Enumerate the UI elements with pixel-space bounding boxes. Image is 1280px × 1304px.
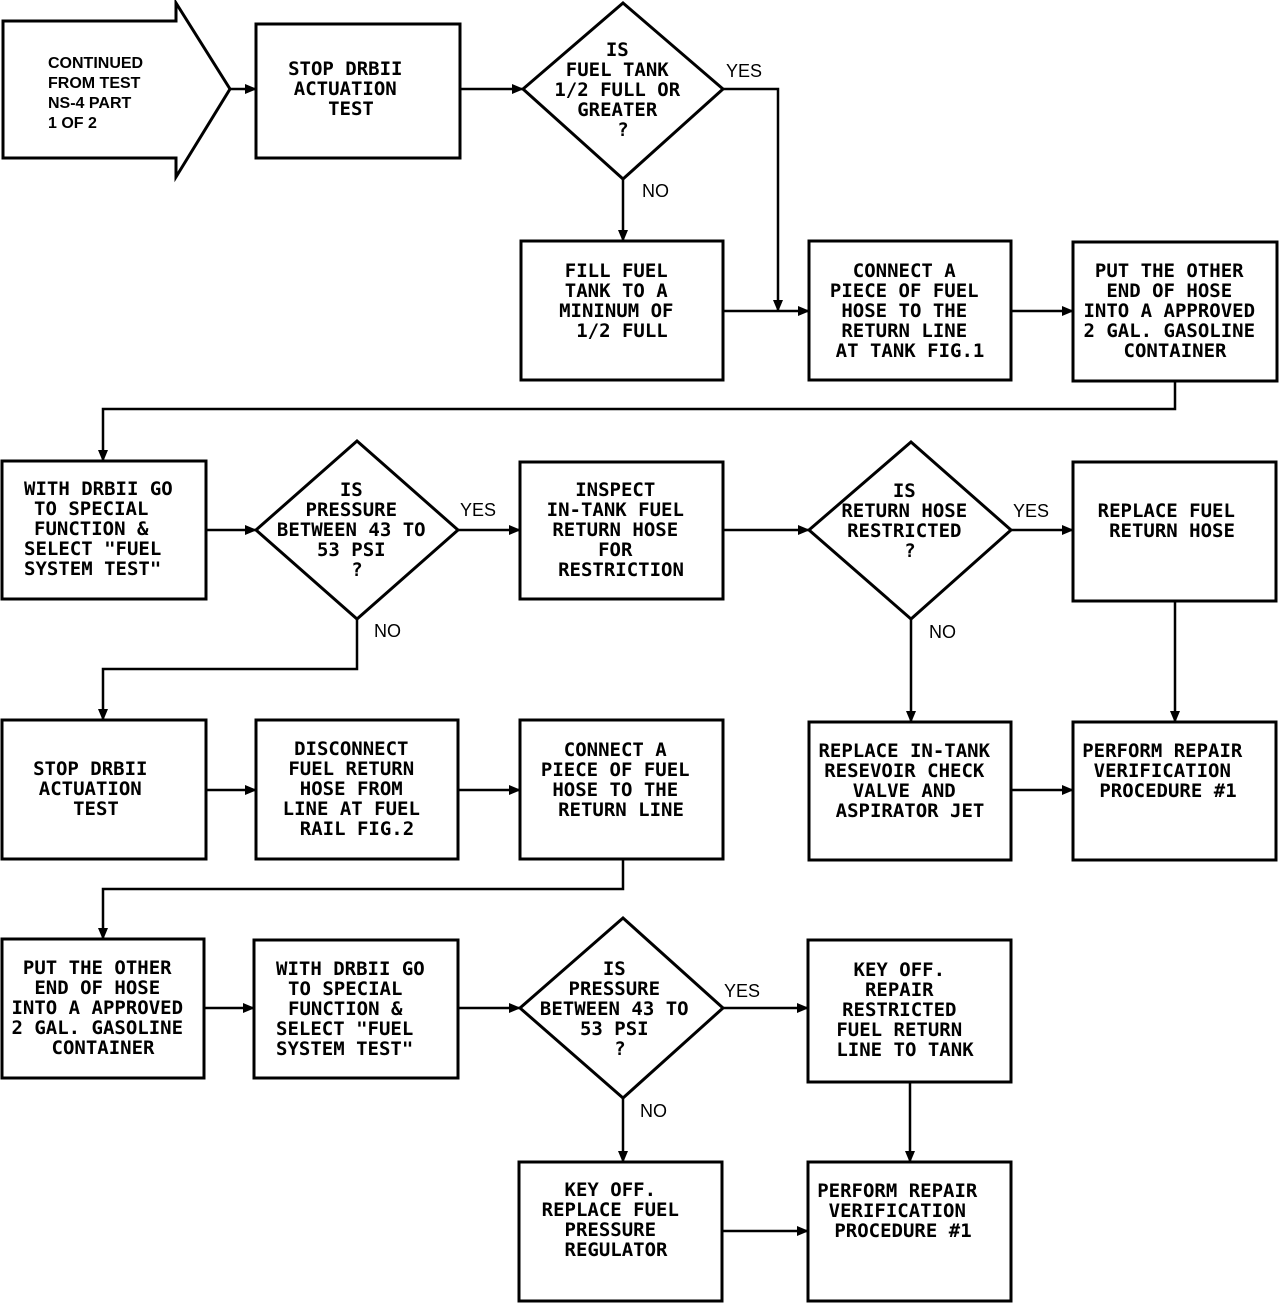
label-restricted-yes: YES [1013,501,1049,521]
put-other1-box [1071,240,1279,383]
connect-rail-box [518,718,725,861]
stop2-text: STOP DRBII ACTUATION TEST [33,758,159,820]
q-pressure1-diamond [253,439,461,621]
verify1-text: PERFORM REPAIR VERIFICATION PROCEDURE #1 [1082,740,1254,802]
connect-tank-box [807,239,1013,382]
verify1-box [1071,720,1278,862]
replace-check-text: REPLACE IN-TANK RESEVOIR CHECK VALVE AND… [818,740,1001,822]
edge-labels: YES NO YES NO YES NO YES NO [374,61,1049,1121]
stop1-text: STOP DRBII ACTUATION TEST [288,58,414,120]
arrow-q-pressure1-no-to-stop2 [98,619,359,721]
connect-rail-text: CONNECT A PIECE OF FUEL HOSE TO THE RETU… [541,739,701,821]
verify2-box [806,1160,1013,1303]
label-restricted-no: NO [929,622,956,642]
q-pressure1-text: IS PRESSURE BETWEEN 43 TO 53 PSI ? [277,479,437,581]
start-text: CONTINUED FROM TEST NS-4 PART 1 OF 2 [48,55,148,132]
connectors [98,84,1180,1236]
q-pressure2-diamond [517,915,726,1101]
node-texts: CONTINUED FROM TEST NS-4 PART 1 OF 2 STO… [11,39,1266,1261]
q-restricted-diamond [806,440,1014,621]
q-restricted-text: IS RETURN HOSE RESTRICTED ? [841,480,978,562]
key-off-repair-text: KEY OFF. REPAIR RESTRICTED FUEL RETURN L… [836,959,974,1061]
replace-hose-text: REPLACE FUEL RETURN HOSE [1098,500,1247,542]
replace-check-box [807,720,1013,862]
inspect-text: INSPECT IN-TANK FUEL RETURN HOSE FOR RES… [547,479,696,581]
replace-hose-box [1071,460,1278,603]
label-tank-yes: YES [726,61,762,81]
disconnect-text: DISCONNECT FUEL RETURN HOSE FROM LINE AT… [283,738,432,840]
put-other2-box [0,937,206,1080]
drbii2-box [252,938,460,1080]
key-off-repair-box [806,938,1013,1084]
arrow-put-other1-to-drbii1 [98,381,1177,462]
key-off-regulator-text: KEY OFF. REPLACE FUEL PRESSURE REGULATOR [542,1179,691,1261]
put-other2-text: PUT THE OTHER END OF HOSE INTO A APPROVE… [11,957,194,1059]
q-tank-text: IS FUEL TANK 1/2 FULL OR GREATER ? [554,39,691,141]
drbii1-text: WITH DRBII GO TO SPECIAL FUNCTION & SELE… [24,478,184,580]
fill-tank-text: FILL FUEL TANK TO A MININUM OF 1/2 FULL [559,260,685,342]
label-pressure2-no: NO [640,1101,667,1121]
arrow-q-tank-yes-to-connect-tank [723,87,783,312]
disconnect-box [254,718,460,861]
label-pressure2-yes: YES [724,981,760,1001]
verify2-text: PERFORM REPAIR VERIFICATION PROCEDURE #1 [817,1180,989,1242]
fill-tank-box [519,239,725,382]
q-tank-diamond [520,1,726,182]
arrow-connect-rail-to-put-other2 [98,859,625,940]
stop2-box [0,718,208,861]
inspect-box [518,460,725,601]
drbii1-box [0,459,208,601]
stop1-box [254,22,462,160]
label-tank-no: NO [642,181,669,201]
connect-tank-text: CONNECT A PIECE OF FUEL HOSE TO THE RETU… [830,260,990,362]
label-pressure1-no: NO [374,621,401,641]
label-pressure1-yes: YES [460,500,496,520]
q-pressure2-text: IS PRESSURE BETWEEN 43 TO 53 PSI ? [540,958,700,1060]
start-arrow-shape [1,0,232,183]
key-off-regulator-box [517,1160,724,1303]
drbii2-text: WITH DRBII GO TO SPECIAL FUNCTION & SELE… [276,958,436,1060]
put-other1-text: PUT THE OTHER END OF HOSE INTO A APPROVE… [1083,260,1266,362]
